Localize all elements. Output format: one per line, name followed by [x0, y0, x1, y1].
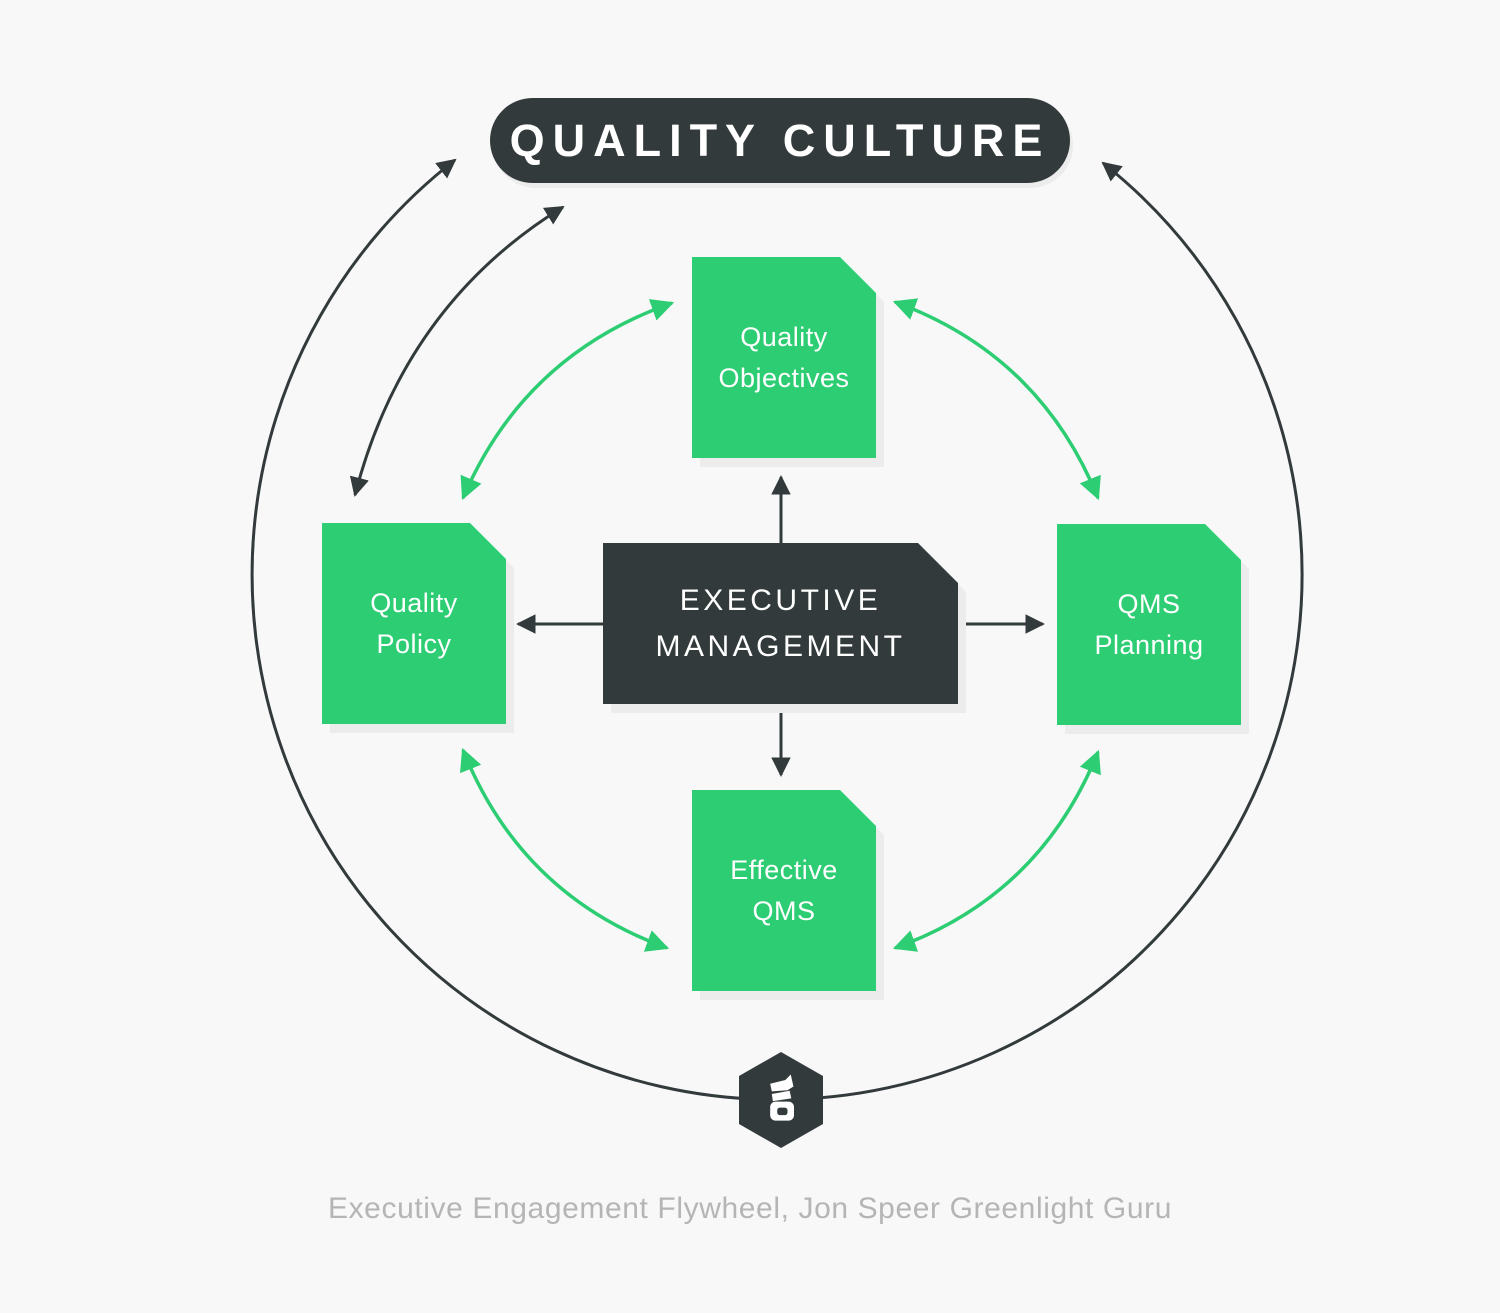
node-label-line: Objectives [718, 362, 850, 393]
greenlight-guru-logo [739, 1052, 823, 1148]
culture-policy-arc [349, 205, 565, 497]
center-label-line: EXECUTIVE [679, 583, 882, 617]
node-label-line: QMS [1117, 588, 1181, 619]
greenlight-guru-g-icon [770, 1074, 794, 1121]
node-quality-policy: Quality Policy [322, 523, 506, 724]
node-quality-objectives: Quality Objectives [692, 257, 876, 458]
executive-management-box: EXECUTIVE MANAGEMENT [603, 543, 958, 704]
diagram-caption: Executive Engagement Flywheel, Jon Speer… [327, 1192, 1173, 1225]
node-label-line: Quality [740, 321, 828, 352]
quality-culture-label: QUALITY CULTURE [509, 114, 1051, 166]
center-label-line: MANAGEMENT [655, 629, 906, 663]
node-label-line: Effective [730, 854, 838, 885]
node-effective-qms: Effective QMS [692, 790, 876, 991]
node-label-line: Policy [376, 628, 452, 659]
green-arc-top-right [892, 298, 1101, 501]
node-label-line: QMS [752, 895, 816, 926]
node-qms-planning: QMS Planning [1057, 524, 1241, 725]
green-arc-bottom-right [892, 749, 1101, 952]
green-arc-top-left [460, 299, 675, 501]
node-label-line: Planning [1094, 629, 1204, 660]
node-label-line: Quality [370, 587, 458, 618]
quality-culture-pill: QUALITY CULTURE [490, 98, 1070, 183]
green-arc-bottom-left [460, 747, 670, 952]
